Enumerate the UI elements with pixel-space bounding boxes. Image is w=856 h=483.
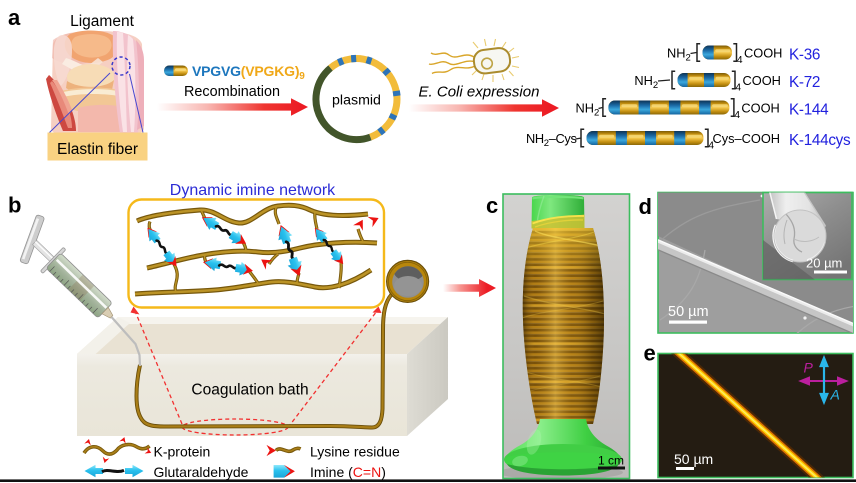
svg-text:Imine (C=N): Imine (C=N) [310, 464, 386, 480]
svg-text:K-144: K-144 [789, 102, 829, 119]
svg-text:E. Coli expression: E. Coli expression [419, 84, 540, 101]
svg-text:VPGVG(VPGKG)9: VPGVG(VPGKG)9 [192, 63, 305, 82]
svg-text:K-72: K-72 [789, 74, 820, 91]
svg-text:4: 4 [737, 54, 743, 66]
svg-text:NH2–Cys: NH2–Cys [526, 131, 577, 149]
svg-text:1 cm: 1 cm [598, 454, 624, 468]
svg-text:20 µm: 20 µm [806, 256, 842, 271]
svg-text:Cys–COOH: Cys–COOH [713, 131, 781, 146]
svg-text:P: P [804, 360, 814, 376]
svg-text:NH2: NH2 [576, 101, 600, 119]
svg-text:b: b [8, 193, 21, 218]
svg-text:50 µm: 50 µm [674, 451, 713, 467]
svg-text:Elastin fiber: Elastin fiber [57, 141, 138, 158]
svg-text:NH2: NH2 [667, 46, 691, 64]
svg-text:K-144cys: K-144cys [789, 132, 851, 149]
svg-text:NH2: NH2 [634, 73, 658, 91]
svg-text:COOH: COOH [743, 73, 781, 88]
svg-text:Ligament: Ligament [70, 13, 134, 30]
svg-text:4: 4 [734, 109, 740, 121]
svg-text:e: e [644, 341, 656, 366]
svg-text:4: 4 [708, 140, 714, 152]
svg-text:Dynamic imine network: Dynamic imine network [170, 182, 336, 199]
svg-text:4: 4 [735, 82, 741, 94]
svg-text:Glutaraldehyde: Glutaraldehyde [154, 464, 249, 480]
svg-text:c: c [486, 193, 498, 218]
svg-text:K-36: K-36 [789, 47, 820, 64]
svg-text:50 µm: 50 µm [668, 304, 709, 320]
svg-text:A: A [830, 387, 840, 403]
svg-text:Recombination: Recombination [184, 84, 280, 100]
svg-text:Coagulation bath: Coagulation bath [191, 382, 308, 399]
svg-text:COOH: COOH [741, 101, 779, 116]
svg-text:d: d [639, 194, 652, 219]
svg-text:plasmid: plasmid [332, 93, 381, 109]
svg-text:COOH: COOH [744, 46, 782, 61]
svg-text:K-protein: K-protein [154, 444, 211, 460]
svg-text:Lysine residue: Lysine residue [310, 444, 400, 460]
svg-text:a: a [8, 5, 21, 30]
